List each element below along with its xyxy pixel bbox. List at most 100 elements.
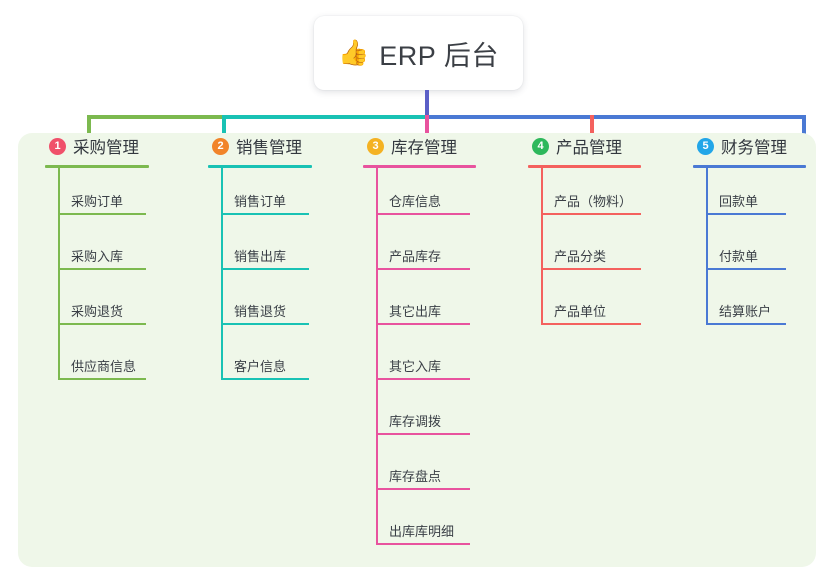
leaf-rule <box>541 268 641 270</box>
leaf-label: 供应商信息 <box>71 359 137 374</box>
trunk-connector <box>425 90 429 117</box>
branch-header-4[interactable]: 4 产品管理 <box>528 133 641 159</box>
leaf-label: 销售订单 <box>234 194 287 209</box>
leaf-label: 库存盘点 <box>389 469 442 484</box>
leaf-rule <box>221 213 309 215</box>
branch-badge-4: 4 <box>532 137 549 155</box>
leaf-label: 产品分类 <box>554 249 607 264</box>
leaf-spine-2 <box>221 168 223 380</box>
leaf-item[interactable]: 其它出库 <box>363 278 476 333</box>
leaf-item[interactable]: 库存盘点 <box>363 443 476 498</box>
leaf-item[interactable]: 产品分类 <box>528 223 641 278</box>
leaf-item[interactable]: 其它入库 <box>363 333 476 388</box>
leaf-label: 回款单 <box>719 194 759 209</box>
bus-segment-teal <box>222 115 427 119</box>
bus-segment-green <box>87 115 222 119</box>
leaf-rule <box>376 543 470 545</box>
leaf-item[interactable]: 供应商信息 <box>45 333 149 388</box>
leaf-label: 出库库明细 <box>389 524 455 539</box>
branch-title-1: 采购管理 <box>73 139 139 157</box>
leaf-item[interactable]: 产品单位 <box>528 278 641 333</box>
branch-rule-3 <box>363 165 476 168</box>
leaf-list-1: 采购订单采购入库采购退货供应商信息 <box>45 168 149 388</box>
branch-panel: 1 采购管理采购订单采购入库采购退货供应商信息 2 销售管理销售订单销售出库销售退货客… <box>18 133 816 567</box>
branch-column-1: 1 采购管理采购订单采购入库采购退货供应商信息 <box>45 133 149 388</box>
leaf-item[interactable]: 库存调拨 <box>363 388 476 443</box>
bus-segment-blue <box>427 115 806 119</box>
branch-badge-1: 1 <box>49 137 66 155</box>
branch-rule-2 <box>208 165 312 168</box>
leaf-item[interactable]: 产品（物料） <box>528 168 641 223</box>
leaf-label: 客户信息 <box>234 359 287 374</box>
branch-badge-5: 5 <box>697 137 714 155</box>
leaf-item[interactable]: 产品库存 <box>363 223 476 278</box>
leaf-label: 付款单 <box>719 249 759 264</box>
branch-badge-3: 3 <box>367 137 384 155</box>
leaf-label: 其它入库 <box>389 359 442 374</box>
leaf-item[interactable]: 付款单 <box>693 223 806 278</box>
leaf-rule <box>706 268 786 270</box>
leaf-label: 销售退货 <box>234 304 287 319</box>
leaf-rule <box>376 488 470 490</box>
leaf-rule <box>541 213 641 215</box>
leaf-item[interactable]: 结算账户 <box>693 278 806 333</box>
branch-badge-2: 2 <box>212 137 229 155</box>
stub-inventory <box>425 115 429 147</box>
branch-column-4: 4 产品管理产品（物料） 产品分类产品单位 <box>528 133 641 333</box>
branch-column-2: 2 销售管理销售订单销售出库销售退货客户信息 <box>208 133 312 388</box>
leaf-rule <box>376 433 470 435</box>
leaf-item[interactable]: 采购入库 <box>45 223 149 278</box>
thumbs-up-icon: 👍 <box>338 38 370 67</box>
leaf-label: 产品库存 <box>389 249 442 264</box>
stub-product <box>590 115 594 147</box>
leaf-label: 库存调拨 <box>389 414 442 429</box>
leaf-item[interactable]: 销售订单 <box>208 168 312 223</box>
leaf-rule <box>706 213 786 215</box>
leaf-list-2: 销售订单销售出库销售退货客户信息 <box>208 168 312 388</box>
leaf-spine-5 <box>706 168 708 325</box>
leaf-rule <box>541 323 641 325</box>
leaf-label: 产品（物料） <box>554 194 633 209</box>
leaf-rule <box>58 268 146 270</box>
leaf-rule <box>221 268 309 270</box>
leaf-rule <box>376 268 470 270</box>
branch-title-2: 销售管理 <box>236 139 302 157</box>
branch-title-4: 产品管理 <box>556 139 622 157</box>
leaf-rule <box>58 213 146 215</box>
leaf-item[interactable]: 销售出库 <box>208 223 312 278</box>
leaf-item[interactable]: 销售退货 <box>208 278 312 333</box>
stub-purchasing <box>87 115 91 147</box>
leaf-spine-4 <box>541 168 543 325</box>
leaf-label: 产品单位 <box>554 304 607 319</box>
leaf-rule <box>58 378 146 380</box>
leaf-rule <box>706 323 786 325</box>
leaf-rule <box>221 378 309 380</box>
branch-title-5: 财务管理 <box>721 139 787 157</box>
leaf-item[interactable]: 出库库明细 <box>363 498 476 553</box>
leaf-item[interactable]: 采购订单 <box>45 168 149 223</box>
leaf-item[interactable]: 采购退货 <box>45 278 149 333</box>
leaf-rule <box>376 378 470 380</box>
leaf-label: 采购入库 <box>71 249 124 264</box>
branch-header-1[interactable]: 1 采购管理 <box>45 133 149 159</box>
leaf-label: 销售出库 <box>234 249 287 264</box>
root-node[interactable]: 👍 ERP 后台 <box>314 16 523 90</box>
leaf-list-5: 回款单付款单结算账户 <box>693 168 806 333</box>
leaf-label: 采购订单 <box>71 194 124 209</box>
branch-rule-1 <box>45 165 149 168</box>
leaf-item[interactable]: 客户信息 <box>208 333 312 388</box>
leaf-item[interactable]: 回款单 <box>693 168 806 223</box>
leaf-rule <box>376 323 470 325</box>
stub-finance <box>802 115 806 147</box>
leaf-item[interactable]: 仓库信息 <box>363 168 476 223</box>
leaf-label: 其它出库 <box>389 304 442 319</box>
root-title: ERP 后台 <box>379 40 499 71</box>
leaf-list-3: 仓库信息产品库存其它出库其它入库库存调拨库存盘点出库库明细 <box>363 168 476 553</box>
leaf-rule <box>58 323 146 325</box>
branch-header-2[interactable]: 2 销售管理 <box>208 133 312 159</box>
branch-header-5[interactable]: 5 财务管理 <box>693 133 806 159</box>
branch-column-5: 5 财务管理回款单付款单结算账户 <box>693 133 806 333</box>
